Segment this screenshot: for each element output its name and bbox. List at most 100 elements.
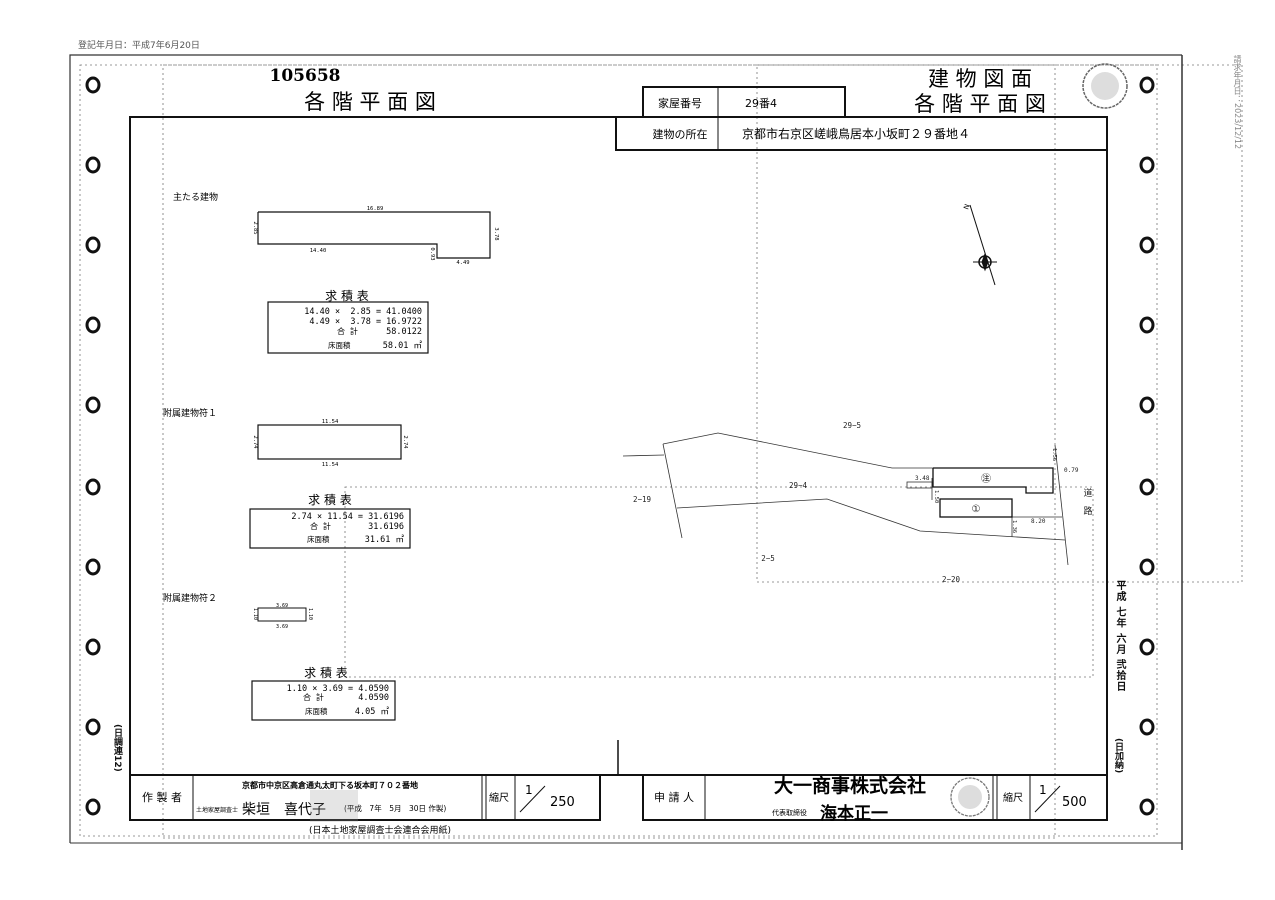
north-compass-icon: [969, 204, 997, 286]
binding-hole: [85, 478, 101, 496]
floor-area-value: 31.61 ㎡: [365, 535, 405, 545]
applicant-label: 申 請 人: [654, 790, 694, 804]
floor-area-value: 4.05 ㎡: [355, 707, 390, 717]
binding-hole: [85, 236, 101, 254]
maker-address: 京都市中京区高倉通丸太町下る坂本町７０２番地: [242, 780, 418, 790]
binding-hole: [85, 558, 101, 576]
total-label: 合 計: [303, 692, 324, 702]
floor-area-value: 58.01 ㎡: [383, 341, 423, 351]
site-map: [622, 432, 1069, 566]
request-date: 請求年月日：2023/12/12: [1233, 55, 1242, 150]
binding-hole: [1139, 718, 1155, 736]
dim-bottom-right: 4.49: [456, 260, 469, 266]
dim-a: 0.79: [1064, 467, 1079, 474]
area-table-title: 求 積 表: [308, 492, 352, 507]
dim-bottom: 14.40: [310, 248, 327, 254]
scale1-label: 縮尺: [489, 791, 509, 804]
road-char-1: 道: [1083, 487, 1092, 499]
scan-guides: [79, 64, 1243, 839]
binding-hole: [85, 798, 101, 816]
area-table-box: [251, 680, 396, 721]
dim-b: 8.20: [1031, 518, 1046, 525]
lot-subject: 29−4: [789, 481, 808, 490]
scale2-den: 500: [1062, 795, 1087, 810]
binding-hole: [85, 638, 101, 656]
lot-west: 2−19: [633, 495, 651, 504]
scale1-den: 250: [550, 795, 575, 810]
main-building-outline: [257, 211, 491, 259]
area-table-title: 求 積 表: [304, 665, 348, 680]
annex2-label: 附属建物符２: [163, 592, 217, 604]
maker-name: 柴垣 喜代子: [242, 802, 326, 818]
total-value: 58.0122: [386, 327, 422, 337]
floor-area-label: 床面積: [307, 534, 330, 544]
binding-hole: [1139, 478, 1155, 496]
annex-mark: ①: [972, 504, 981, 515]
binding-hole: [1139, 236, 1155, 254]
right-title-line2: 各 階 平 面 図: [914, 92, 1046, 116]
dim-d: 1.56: [1051, 448, 1057, 461]
area-row: 4.49 × 3.78 = 16.9722: [304, 317, 422, 327]
right-title-line1: 建 物 図 面: [928, 67, 1032, 91]
area-row: 2.74 × 11.54 = 31.6196: [291, 512, 404, 522]
dim-left: 1.10: [252, 608, 258, 620]
binding-hole: [85, 718, 101, 736]
binding-hole: [1139, 316, 1155, 334]
binding-hole: [85, 156, 101, 174]
left-form-code: (日調連12): [112, 724, 122, 772]
area-table-title: 求 積 表: [325, 288, 369, 303]
maker-date: (平成 7年 5月 30日 作製): [344, 803, 446, 813]
dim-right: 1.10: [307, 608, 313, 620]
location: 京都市右京区嵯峨鳥居本小坂町２９番地４: [742, 126, 970, 141]
area-row: 1.10 × 3.69 = 4.0590: [287, 684, 389, 694]
main-mark: ㊟: [981, 473, 991, 485]
total-value: 31.6196: [368, 522, 404, 532]
dim-left: 2.74: [252, 435, 258, 449]
main-building-label: 主たる建物: [173, 191, 218, 203]
binding-hole: [1139, 156, 1155, 174]
scale1-num: 1: [525, 783, 533, 797]
scale2-num: 1: [1039, 783, 1047, 797]
road-char-2: 路: [1083, 505, 1092, 517]
footer-table: [129, 774, 1108, 821]
dim-c: 3.48: [915, 475, 930, 482]
binding-hole: [1139, 558, 1155, 576]
location-label: 建物の所在: [653, 127, 708, 141]
annex2-outline: [257, 607, 307, 622]
lot-south-west: 2−5: [761, 554, 775, 563]
floor-area-label: 床面積: [328, 340, 351, 350]
dim-left: 2.85: [252, 221, 258, 234]
dim-step: 0.93: [429, 247, 435, 260]
lot-south: 2−20: [942, 575, 961, 584]
dim-e: 1.50: [933, 490, 939, 503]
applicant-rep-title: 代表取締役: [772, 808, 807, 817]
dim-right: 2.74: [402, 435, 408, 449]
binding-hole: [1139, 76, 1155, 94]
dim-bottom: 11.54: [322, 462, 339, 468]
area-table-box: [267, 301, 429, 354]
maker-label: 作 製 者: [142, 790, 182, 804]
annex1-label: 附属建物符１: [163, 407, 217, 419]
binding-holes: [85, 76, 1155, 816]
left-title: 各 階 平 面 図: [304, 90, 436, 114]
received-date: 平成 七年 六月 弐拾日: [1114, 580, 1125, 693]
total-value: 4.0590: [358, 693, 389, 703]
registry-seal: [1082, 63, 1128, 109]
sheet-frame: [69, 54, 1183, 850]
house-number: 29番4: [745, 97, 777, 110]
total-label: 合 計: [310, 521, 331, 531]
applicant-rep-name: 海本正一: [820, 803, 888, 824]
house-number-label: 家屋番号: [658, 96, 702, 110]
site-annex-building: [939, 498, 1013, 518]
dim-bottom: 3.69: [276, 624, 288, 630]
dim-top: 16.89: [367, 206, 384, 212]
maker-seal: [310, 790, 358, 822]
dim-top: 11.54: [322, 419, 339, 425]
dim-top: 3.69: [276, 603, 288, 609]
received-note: (日加納): [1113, 738, 1123, 774]
drawing-frame: [129, 116, 1108, 776]
document-number: 105658: [270, 66, 341, 86]
dim-right: 3.78: [493, 227, 499, 240]
binding-hole: [85, 396, 101, 414]
